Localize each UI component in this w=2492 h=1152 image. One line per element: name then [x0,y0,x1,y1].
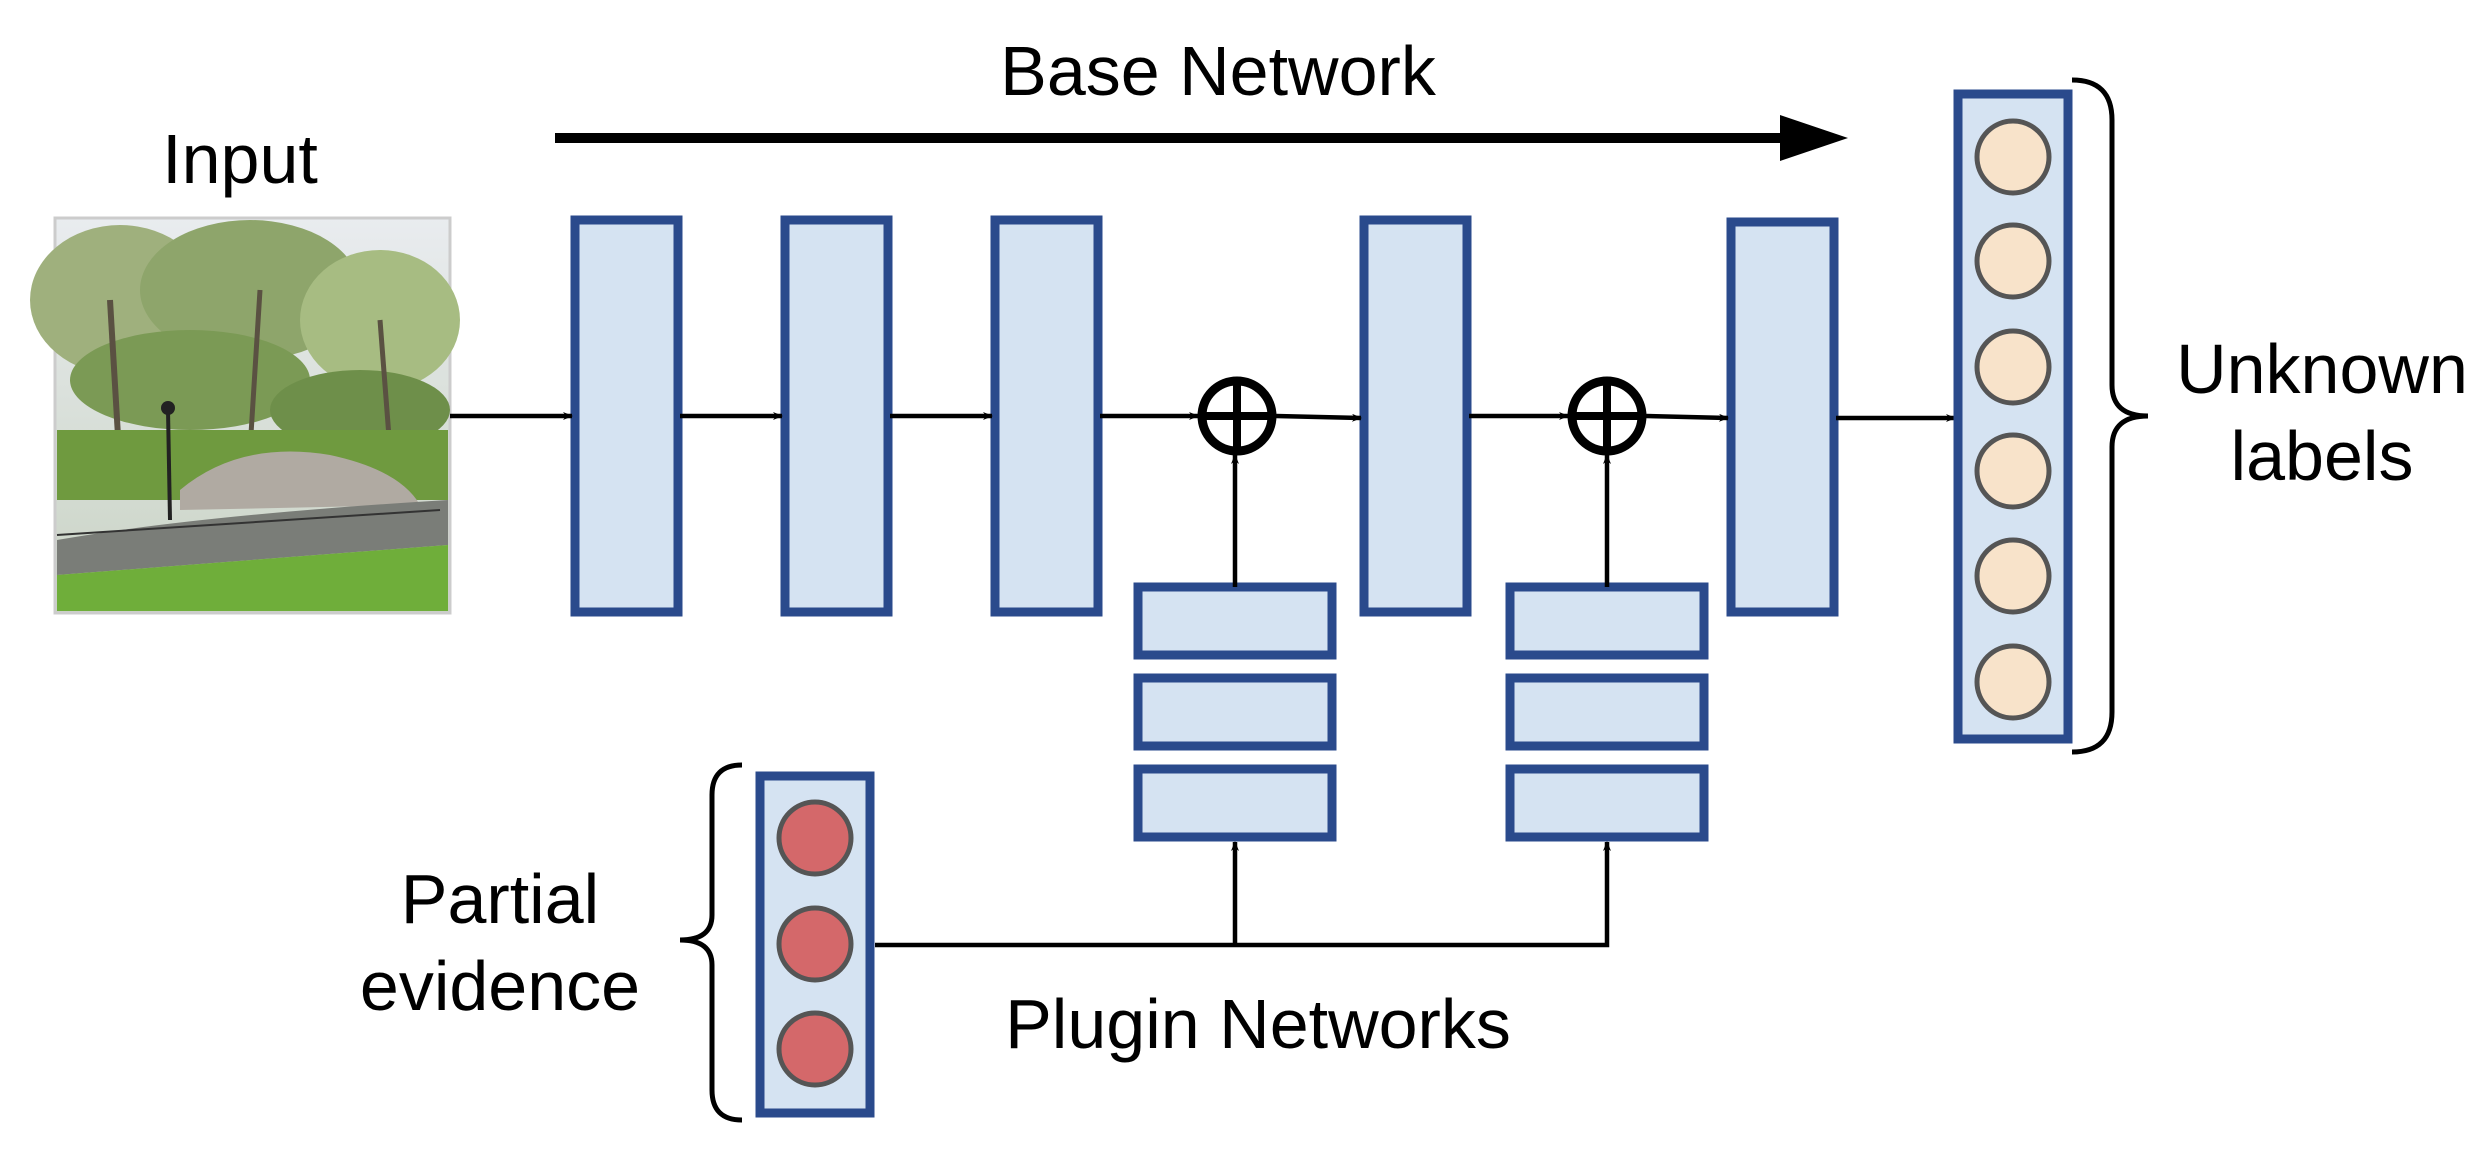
plugin-networks-label: Plugin Networks [1005,985,1511,1063]
output-vector [1953,89,2073,744]
unknown-labels-label-line2: labels [2231,417,2414,495]
base-layer-5 [1726,217,1839,617]
output-node [1974,222,2052,300]
partial-evidence-label-line2: evidence [360,947,640,1025]
evidence-nodes [776,799,854,1088]
base-layer-1 [570,215,683,617]
evidence-wires [875,841,1611,948]
output-node [1974,643,2052,721]
sum-operator-2 [1567,376,1647,456]
output-node [1974,118,2052,196]
flow-arrows [450,412,1956,422]
partial-evidence-bracket [679,762,743,1123]
output-node [1974,432,2052,510]
output-node [1974,537,2052,615]
evidence-node [776,1010,854,1088]
base-network-arrow [555,115,1848,161]
base-layer-2 [780,215,893,617]
evidence-node [776,905,854,983]
plugin-network-1 [1133,582,1337,842]
base-layer-4 [1359,215,1472,617]
partial-evidence-label-line1: Partial [401,860,599,938]
base-network-label: Base Network [1000,32,1437,110]
base-layer-3 [990,215,1103,617]
output-nodes [1974,118,2052,721]
plugin-network-2 [1505,582,1709,842]
input-label: Input [162,120,318,198]
unknown-labels-bracket [2071,77,2149,755]
output-node [1974,328,2052,406]
sum-operator-1 [1197,376,1277,456]
input-image [30,216,460,615]
unknown-labels-label-line1: Unknown [2176,330,2468,408]
evidence-node [776,799,854,877]
